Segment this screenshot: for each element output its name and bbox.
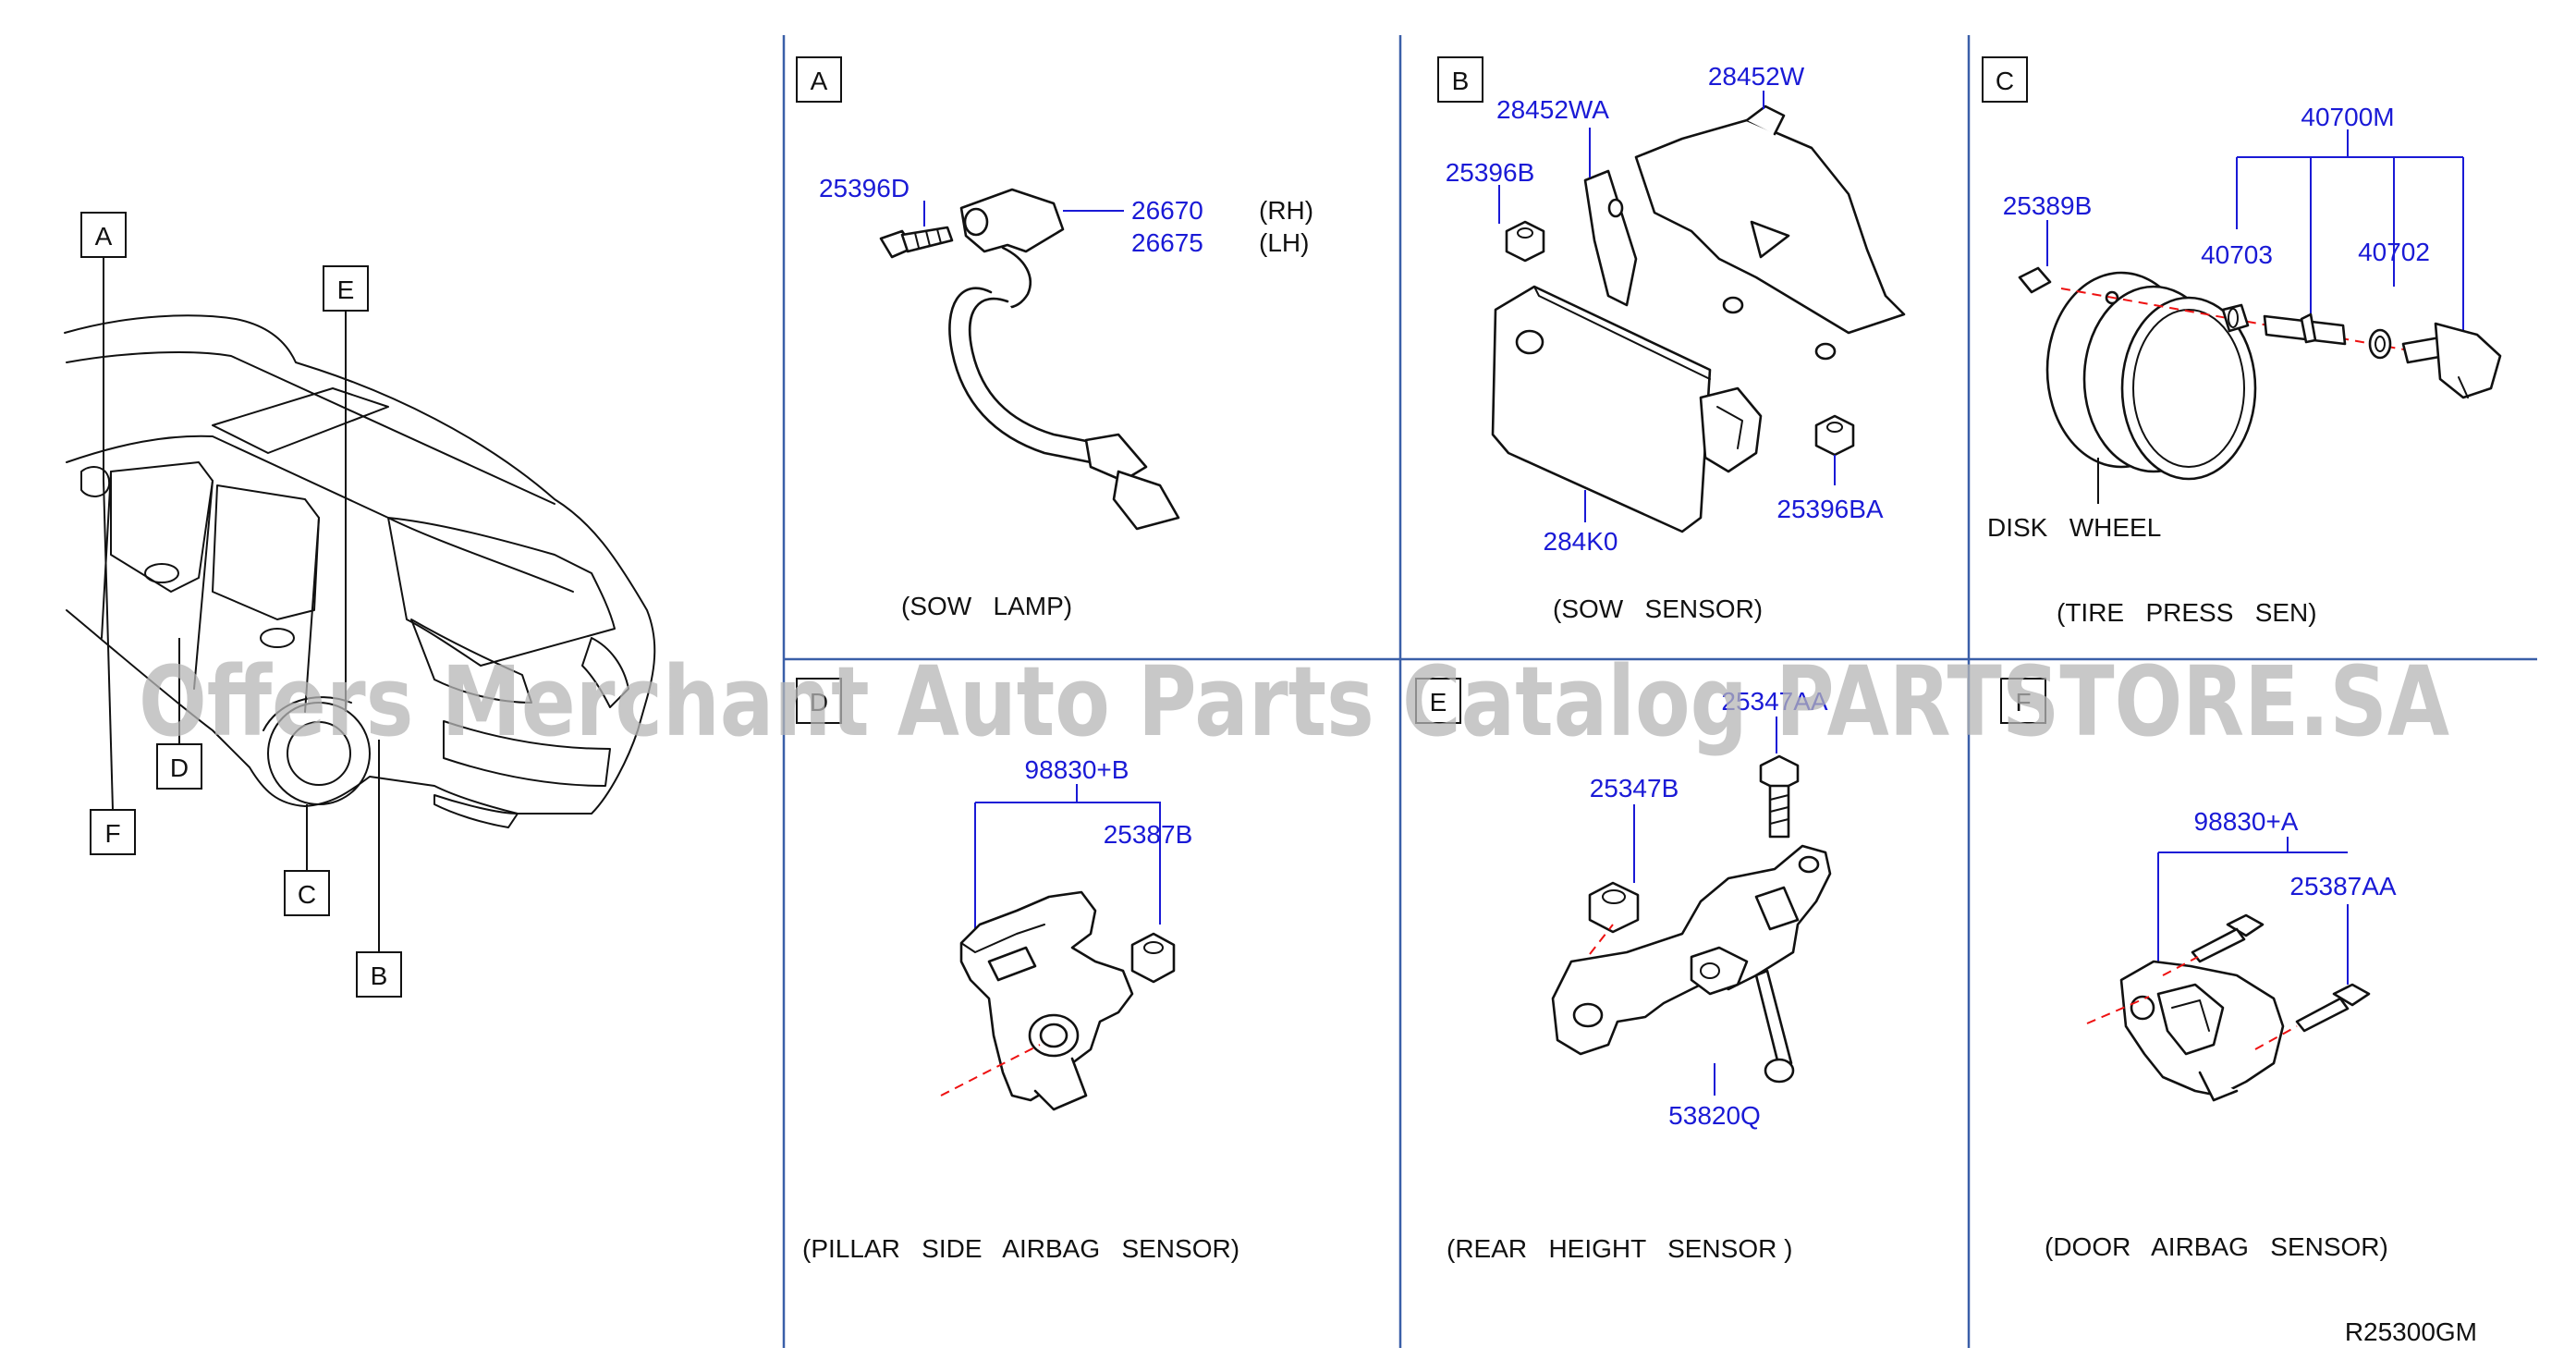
side-lh: (LH) — [1259, 228, 1309, 257]
panel-grid — [782, 35, 2537, 1348]
pn-40702: 40702 — [2358, 238, 2430, 266]
pn-25387b: 25387B — [1104, 820, 1193, 849]
pn-25347aa: 25347AA — [1721, 687, 1828, 716]
diagram-code: R25300GM — [2345, 1317, 2477, 1346]
valve-cap-25389b — [2018, 266, 2052, 294]
section-d-pillar-side-airbag-sensor: D 98830+B 25387B (PILLAR SIDE AIRBAG SEN… — [796, 678, 1239, 1263]
disk-wheel — [2045, 271, 2257, 481]
section-b-sow-sensor: B 28452W 28452WA 25396B — [1437, 56, 1906, 623]
bolt-airbag-upper — [2191, 913, 2265, 963]
pn-28452w: 28452W — [1708, 62, 1805, 91]
valve-stem — [2263, 312, 2347, 346]
label-disk-wheel: DISK WHEEL — [1987, 513, 2161, 542]
side-rh: (RH) — [1259, 196, 1313, 225]
pillar-airbag-sensor — [959, 890, 1134, 1111]
caption-door-airbag-sensor: (DOOR AIRBAG SENSOR) — [2045, 1232, 2388, 1261]
caption-rear-height-sensor: (REAR HEIGHT SENSOR ) — [1447, 1234, 1792, 1263]
sensor-284k0 — [1491, 285, 1763, 533]
pn-98830-b: 98830+B — [1025, 755, 1129, 784]
pn-26670: 26670 — [1131, 196, 1203, 225]
callout-a: A — [95, 222, 113, 251]
sow-lamp — [948, 188, 1180, 531]
section-a-letter: A — [811, 67, 828, 95]
caption-sow-lamp: (SOW LAMP) — [901, 592, 1072, 620]
bolt-25396d — [879, 226, 954, 259]
pn-28452wa: 28452WA — [1496, 95, 1609, 124]
pn-25387aa: 25387AA — [2289, 872, 2397, 900]
section-c-letter: C — [1996, 67, 2014, 95]
section-e-letter: E — [1430, 688, 1447, 717]
overview-callouts: A E D F C B — [80, 212, 402, 998]
door-airbag-sensor — [2119, 960, 2285, 1102]
pn-40700m: 40700M — [2301, 103, 2394, 131]
callout-e: E — [337, 276, 355, 304]
watermark-text: Offers Merchant Auto Parts Catalog PARTS… — [139, 645, 2449, 758]
tire-pressure-sensor — [2401, 322, 2502, 399]
pn-25347b: 25347B — [1590, 774, 1679, 802]
pn-26675: 26675 — [1131, 228, 1203, 257]
section-a-sow-lamp: A 25396D 26670 26675 (RH) (LH) (SOW LAMP… — [796, 56, 1313, 620]
callout-c: C — [298, 880, 316, 909]
bolt-25347aa — [1759, 754, 1800, 839]
section-c-tire-press-sen: C 40700M 25389B DISK WHEEL 40703 — [1982, 56, 2502, 627]
pn-25396d: 25396D — [819, 174, 910, 202]
nut-25396ba — [1814, 414, 1855, 457]
grommet-40703 — [2221, 303, 2250, 333]
nut-25387b — [1130, 932, 1176, 984]
section-d-letter: D — [810, 688, 828, 717]
caption-tire-press-sen: (TIRE PRESS SEN) — [2057, 598, 2317, 627]
section-f-letter: F — [2015, 688, 2031, 717]
callout-d: D — [170, 753, 189, 782]
pn-25389b: 25389B — [2003, 191, 2093, 220]
vehicle-overview-illustration — [64, 314, 656, 828]
pn-53820q: 53820Q — [1668, 1101, 1761, 1130]
pn-98830-a: 98830+A — [2194, 807, 2299, 836]
nut-25347b — [1588, 881, 1640, 934]
washer-40702 — [2368, 328, 2392, 360]
caption-pillar-side-airbag-sensor: (PILLAR SIDE AIRBAG SENSOR) — [802, 1234, 1239, 1263]
section-b-letter: B — [1452, 67, 1470, 95]
bracket-28452wa — [1583, 169, 1638, 307]
pn-25396ba: 25396BA — [1776, 495, 1884, 523]
bolt-25387aa — [2295, 983, 2371, 1033]
section-f-door-airbag-sensor: F 98830+A 25387AA (DOOR AIRBAG SENSOR) — [2000, 678, 2397, 1261]
pn-40703: 40703 — [2201, 240, 2273, 269]
bracket-28452w — [1634, 104, 1906, 361]
caption-sow-sensor: (SOW SENSOR) — [1553, 594, 1763, 623]
nut-25396b — [1505, 220, 1545, 263]
pn-25396b: 25396B — [1446, 158, 1535, 187]
section-e-rear-height-sensor: E 25347AA 25347B 53820Q ( — [1415, 678, 1832, 1263]
pn-284k0: 284K0 — [1544, 527, 1618, 556]
rear-height-sensor — [1551, 844, 1832, 1084]
callout-f: F — [104, 819, 120, 848]
callout-b: B — [371, 962, 388, 990]
